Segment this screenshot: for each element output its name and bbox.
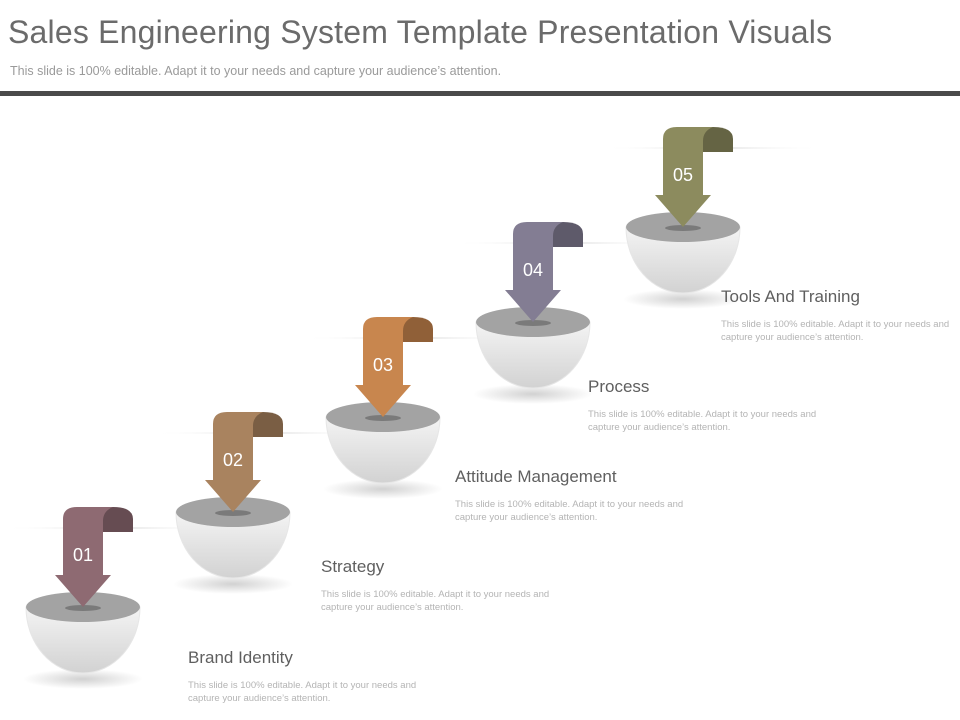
step-05: 05 xyxy=(603,127,823,309)
step-description: This slide is 100% editable. Adapt it to… xyxy=(588,409,817,433)
bowl-hole xyxy=(665,225,701,231)
step-description: This slide is 100% editable. Adapt it to… xyxy=(188,680,417,704)
step-number: 01 xyxy=(73,545,93,565)
bowl-shadow xyxy=(473,384,593,404)
page-title: Sales Engineering System Template Presen… xyxy=(8,14,833,50)
step-number: 03 xyxy=(373,355,393,375)
bowl xyxy=(475,321,591,389)
arrow xyxy=(655,127,713,227)
bowl-hole xyxy=(365,415,401,421)
header-divider xyxy=(0,91,960,96)
step-03: 03 xyxy=(303,317,523,499)
step-01: 01 xyxy=(3,507,223,689)
bowl-hole xyxy=(215,510,251,516)
bowl xyxy=(625,226,741,294)
step-number: 02 xyxy=(223,450,243,470)
arrow xyxy=(355,317,413,417)
bowl-shadow xyxy=(623,289,743,309)
step-heading: Attitude Management xyxy=(455,467,617,486)
step-02: 02 xyxy=(153,412,373,594)
bowl xyxy=(175,511,291,579)
bowl-shadow xyxy=(23,669,143,689)
bowl-shadow xyxy=(173,574,293,594)
step-heading: Strategy xyxy=(321,557,385,576)
bowl-shadow xyxy=(323,479,443,499)
step-description: This slide is 100% editable. Adapt it to… xyxy=(321,589,550,613)
step-heading: Brand Identity xyxy=(188,648,293,667)
step-04: 04 xyxy=(453,222,673,404)
bowl-hole xyxy=(65,605,101,611)
page-subtitle: This slide is 100% editable. Adapt it to… xyxy=(10,64,502,78)
step-description: This slide is 100% editable. Adapt it to… xyxy=(721,319,950,343)
step-description: This slide is 100% editable. Adapt it to… xyxy=(455,499,684,523)
bowl xyxy=(325,416,441,484)
arrow xyxy=(505,222,563,322)
arrow xyxy=(55,507,113,607)
step-number: 05 xyxy=(673,165,693,185)
step-heading: Tools And Training xyxy=(721,287,860,306)
step-heading: Process xyxy=(588,377,650,396)
step-number: 04 xyxy=(523,260,543,280)
bowl xyxy=(25,606,141,674)
arrow xyxy=(205,412,263,512)
bowl-hole xyxy=(515,320,551,326)
